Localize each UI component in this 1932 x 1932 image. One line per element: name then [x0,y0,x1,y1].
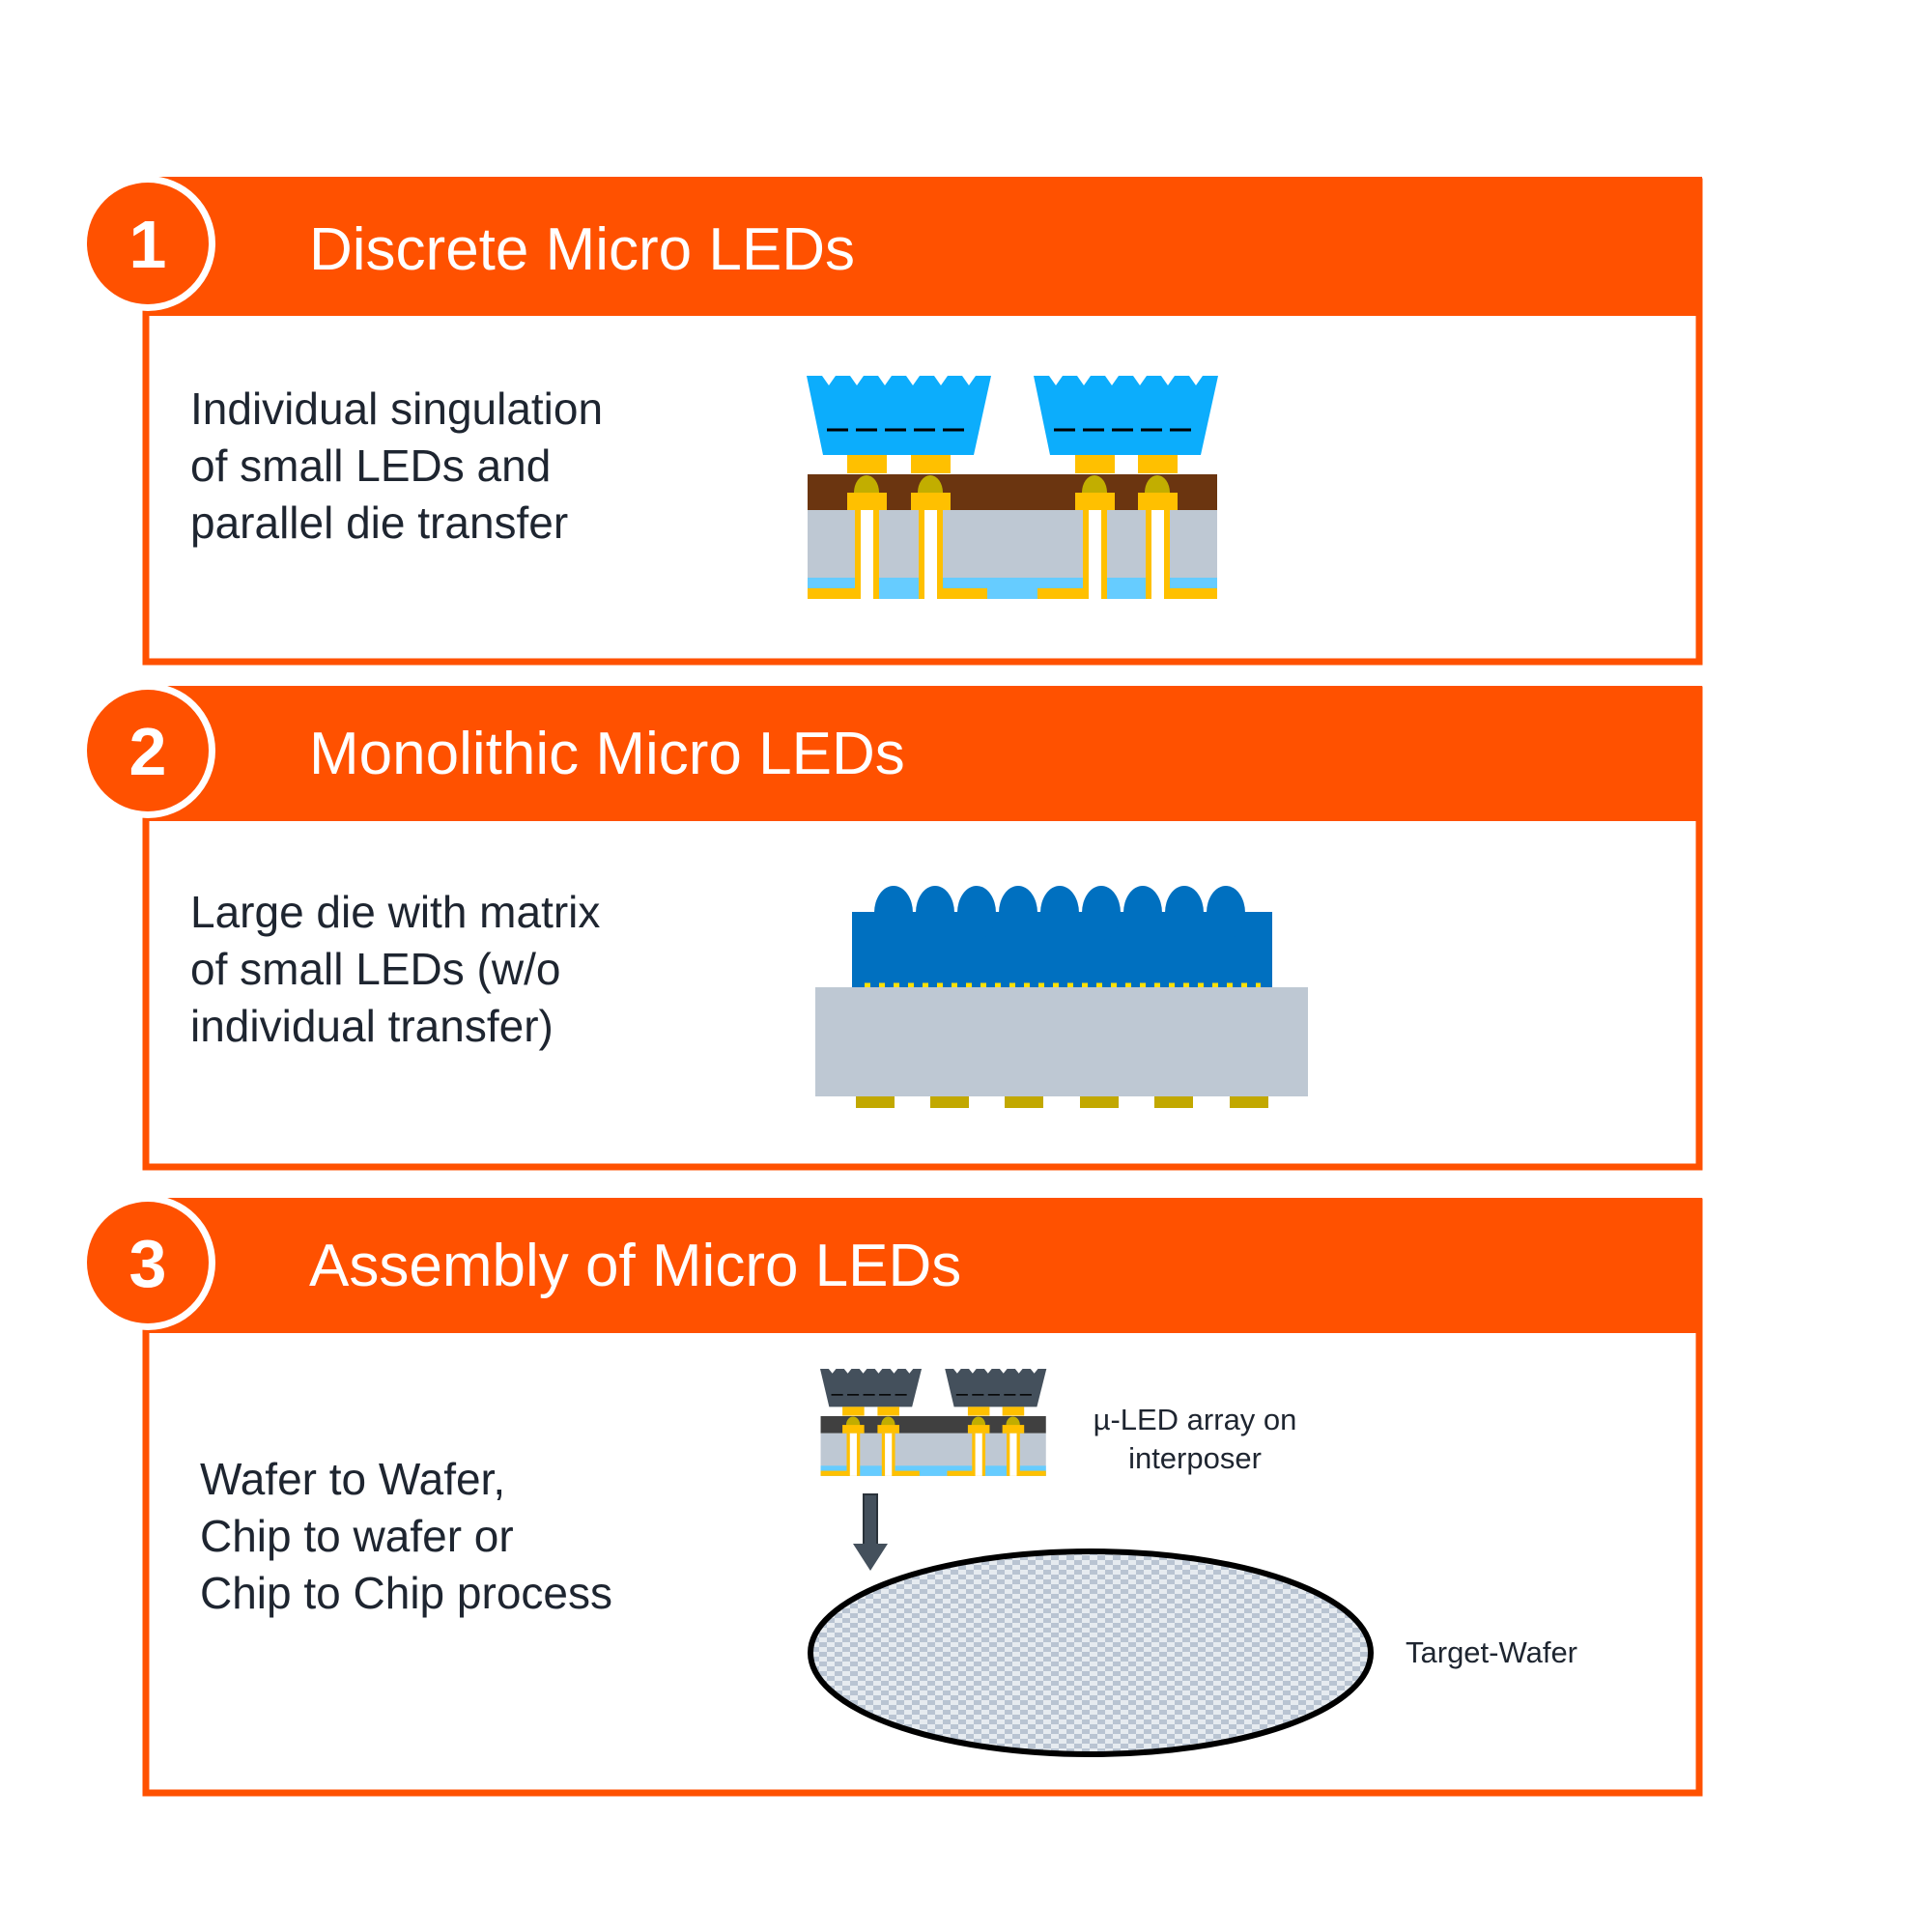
panel-2-frame [80,683,1703,1171]
section-title-1: Discrete Micro LEDs [309,216,855,283]
section-description-3: Wafer to Wafer, Chip to wafer or Chip to… [200,1454,612,1618]
step-badge-2: 2 [128,714,167,789]
discrete-led-diagram [807,376,1218,599]
step-badge-1: 1 [128,207,167,282]
monolithic-led-diagram [815,886,1308,1108]
section-description-2: Large die with matrix of small LEDs (w/o… [190,887,601,1051]
step-badge-3: 3 [128,1226,167,1301]
section-description-1: Individual singulation of small LEDs and… [190,384,604,548]
target-wafer-label: Target-Wafer [1406,1635,1578,1669]
section-title-3: Assembly of Micro LEDs [309,1233,962,1299]
panel-3-frame [80,1195,1703,1797]
section-title-2: Monolithic Micro LEDs [309,721,905,787]
target-wafer [808,1548,1374,1757]
interposer-array-diagram [820,1369,1046,1476]
down-arrow-icon [853,1493,888,1571]
panel-1-frame [80,176,1703,666]
interposer-label: µ-LED array on interposer [1093,1403,1297,1475]
